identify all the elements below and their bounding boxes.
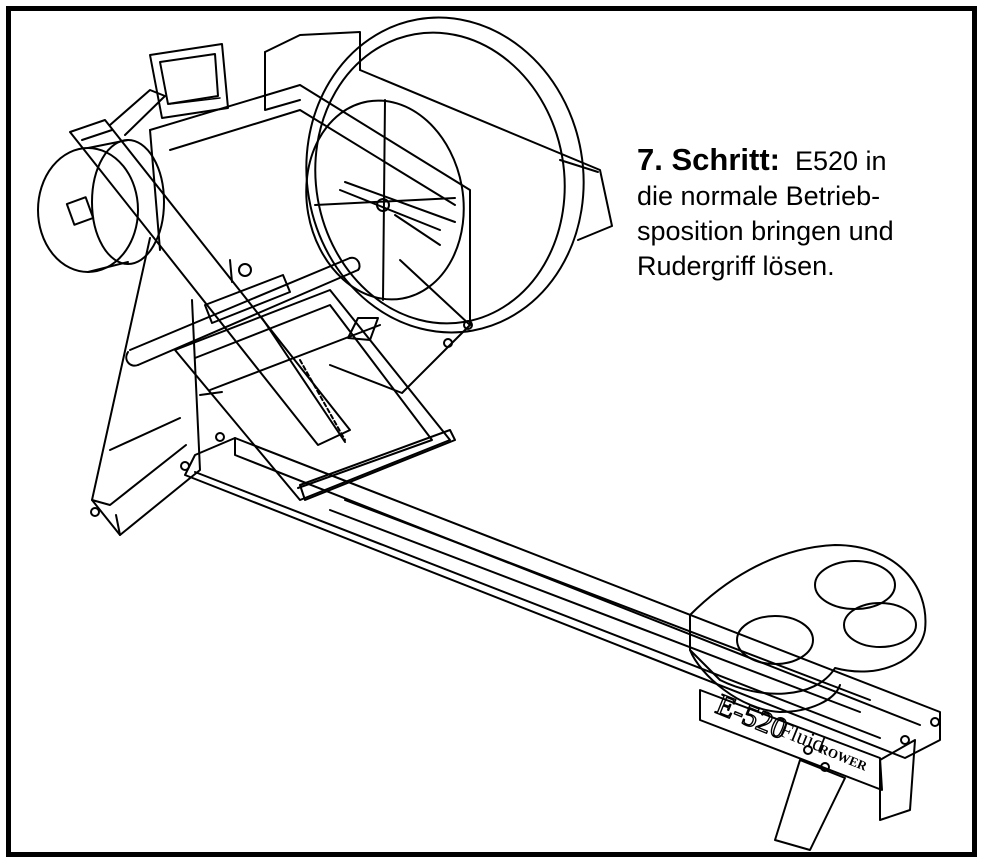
step-label: 7. Schritt:	[637, 142, 780, 177]
model-lettering: E-520 Fluid ROWER	[711, 687, 870, 774]
instruction-line-1: 7. Schritt: E520 in	[637, 142, 967, 179]
monitor-console	[69, 43, 351, 446]
front-support-legs	[774, 739, 916, 851]
side-pulley-cover	[37, 139, 165, 273]
instruction-line-3: sposition bringen und	[637, 216, 894, 246]
rear-support-leg	[90, 237, 201, 536]
instruction-line-2: die normale Betrieb-	[637, 181, 881, 211]
body-housing	[149, 31, 613, 442]
rowing-seat	[689, 544, 927, 713]
instruction-line-4: Rudergriff lösen.	[637, 251, 835, 281]
page-frame	[6, 6, 977, 857]
monorail-beam	[184, 437, 941, 791]
step-instruction: 7. Schritt: E520 in die normale Betrieb-…	[637, 142, 967, 284]
instruction-text-1: E520 in	[794, 146, 887, 176]
footplate-assembly	[174, 289, 456, 501]
fan-flywheel	[305, 16, 585, 334]
